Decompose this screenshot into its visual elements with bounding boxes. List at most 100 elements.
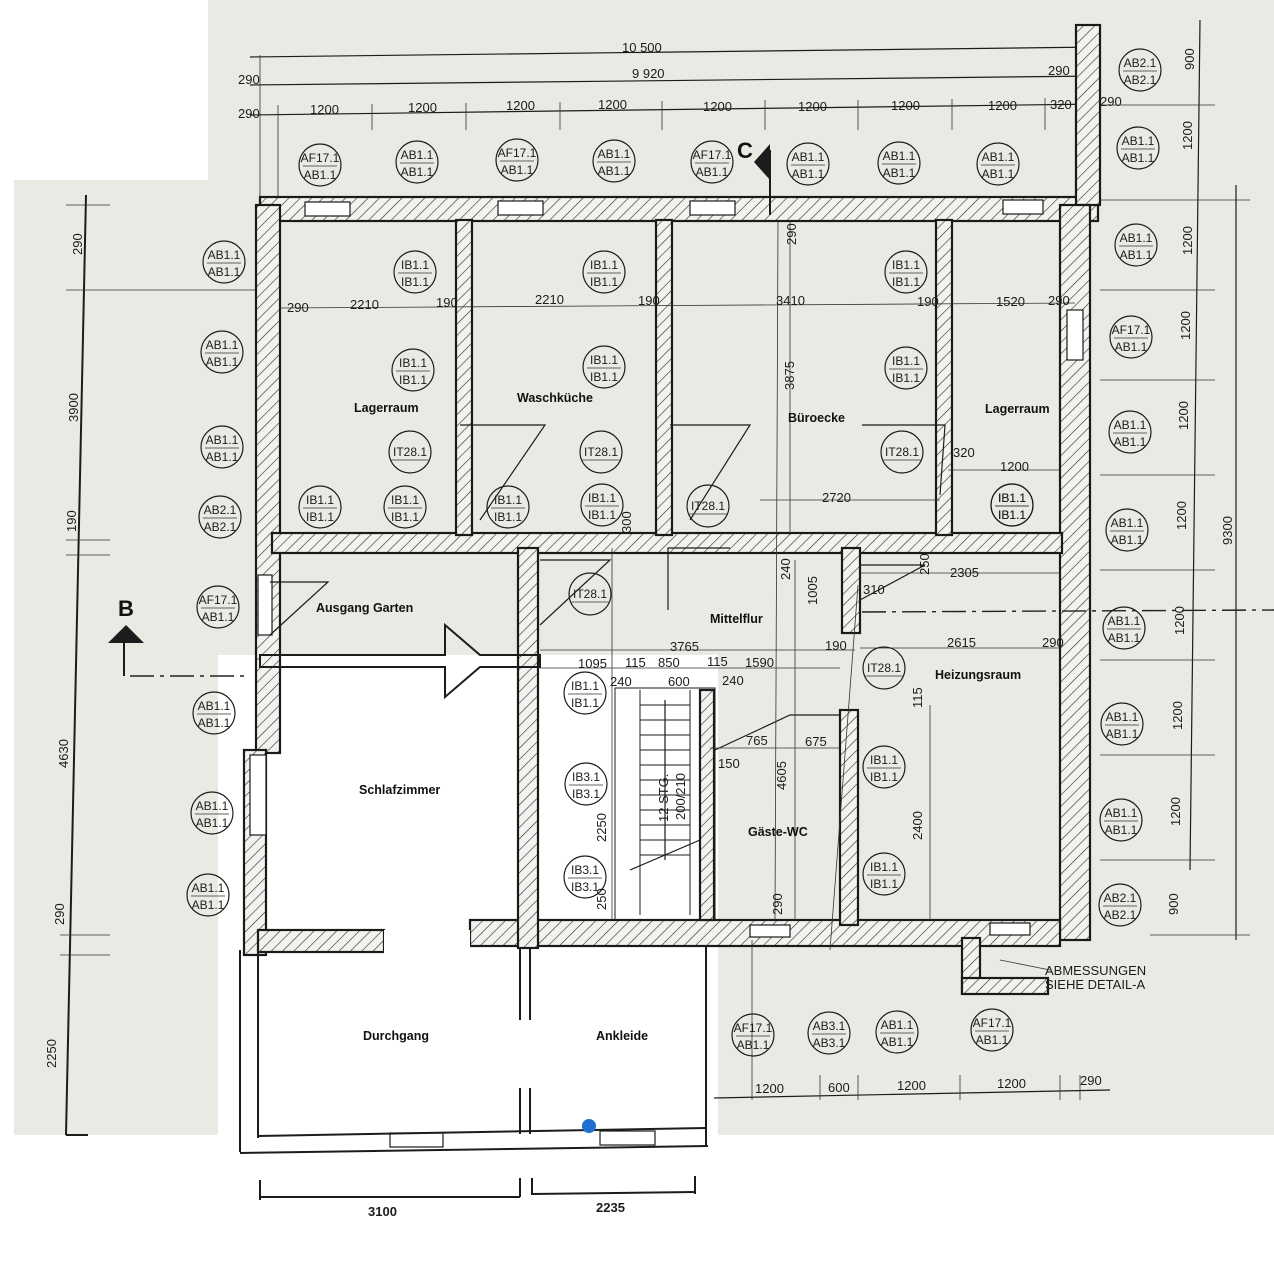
tag-code-bottom: AB1.1 — [401, 165, 434, 179]
wall-bottom-left — [256, 928, 386, 954]
dim-room-2210-b: 2210 — [535, 292, 564, 307]
tag-circle — [298, 485, 342, 529]
tag-code-bottom: IB1.1 — [870, 770, 898, 784]
tag-code-top: IT28.1 — [867, 661, 901, 675]
tag-circle — [976, 142, 1020, 186]
tag-code-top: IT28.1 — [393, 445, 427, 459]
dim-240-a: 240 — [778, 558, 793, 580]
tag-circle — [1102, 606, 1146, 650]
section-b-arrow — [108, 625, 144, 643]
wall-stair-left — [516, 546, 540, 950]
tag-code-top: IB1.1 — [306, 493, 334, 507]
tag-code-top: AF17.1 — [199, 593, 238, 607]
stair-ratio-label: 200/210 — [673, 773, 688, 820]
tag-circle — [196, 585, 240, 629]
window-bottom-2 — [989, 922, 1031, 936]
dim-top-320: 320 — [1050, 97, 1072, 112]
tag-circle — [395, 140, 439, 184]
tag-circle — [582, 345, 626, 389]
tag-code-bottom: AB1.1 — [881, 1035, 914, 1049]
tag-code-bottom: AB1.1 — [883, 166, 916, 180]
room-lagerraum-right: Lagerraum — [985, 402, 1050, 416]
tag-code-bottom: AB2.1 — [1104, 908, 1137, 922]
tag-code-top: IB1.1 — [399, 356, 427, 370]
component-tag: IT28.1 — [579, 430, 623, 474]
tag-code-top: IB3.1 — [572, 770, 600, 784]
window-top-2 — [497, 200, 544, 216]
dim-115-a: 115 — [625, 655, 646, 670]
dim-right-1200-4: 1200 — [1176, 401, 1191, 430]
tag-code-bottom: AB1.1 — [206, 450, 239, 464]
dim-left-190: 190 — [64, 510, 79, 532]
tag-code-bottom: AB1.1 — [501, 163, 534, 177]
tag-code-bottom: AB1.1 — [198, 716, 231, 730]
dim-150: 150 — [718, 756, 740, 771]
tag-code-top: AB1.1 — [401, 148, 434, 162]
dim-290-e: 290 — [770, 893, 785, 915]
tag-code-top: IB1.1 — [571, 679, 599, 693]
window-top-1 — [304, 201, 351, 217]
wall-wc-right — [838, 708, 860, 927]
tag-code-top: IT28.1 — [573, 587, 607, 601]
tag-code-bottom: AB1.1 — [1115, 340, 1148, 354]
new-extension: 3100 2235 — [239, 622, 709, 1219]
dim-1200: 1200 — [1000, 459, 1029, 474]
tag-code-top: AB1.1 — [792, 150, 825, 164]
door-lagerraum-right — [862, 424, 946, 496]
dim-left-4630: 4630 — [56, 739, 71, 768]
dim-310: 310 — [863, 582, 885, 597]
tag-code-bottom: AB3.1 — [813, 1036, 846, 1050]
dim-top-290-d: 290 — [1100, 94, 1122, 109]
wall-right-tower — [1074, 23, 1102, 207]
tag-code-top: IB1.1 — [590, 353, 618, 367]
tag-code-bottom: AB2.1 — [204, 520, 237, 534]
section-b-label: B — [118, 596, 134, 621]
room-schlafzimmer: Schlafzimmer — [359, 783, 440, 797]
tag-circle — [786, 142, 830, 186]
tag-code-bottom: AB1.1 — [1108, 631, 1141, 645]
tag-code-bottom: AB1.1 — [1114, 435, 1147, 449]
tag-code-bottom: AB2.1 — [1124, 73, 1157, 87]
tag-code-bottom: AB1.1 — [792, 167, 825, 181]
tag-code-bottom: IB1.1 — [998, 508, 1026, 522]
tag-code-top: AF17.1 — [734, 1021, 773, 1035]
tag-code-top: IT28.1 — [584, 445, 618, 459]
tag-circle — [564, 762, 608, 806]
tag-code-bottom: IB1.1 — [870, 877, 898, 891]
detail-a-base — [960, 976, 1050, 996]
dim-room-3410: 3410 — [776, 293, 805, 308]
component-tag: IT28.1 — [686, 484, 730, 528]
dim-room-2210-a: 2210 — [350, 297, 379, 312]
tag-code-top: AB1.1 — [192, 881, 225, 895]
dim-top-total: 10 500 — [622, 40, 662, 55]
room-ausgang-garten: Ausgang Garten — [316, 601, 413, 615]
tag-circle — [877, 141, 921, 185]
room-durchgang: Durchgang — [363, 1029, 429, 1043]
tag-circle — [186, 873, 230, 917]
window-left-1 — [249, 754, 267, 836]
staircase: 12 STG. 200/210 — [614, 687, 716, 921]
dim-right-1200-1: 1200 — [1180, 121, 1195, 150]
tag-circle — [1105, 508, 1149, 552]
dim-240-c: 240 — [722, 673, 744, 688]
tag-code-top: AF17.1 — [693, 148, 732, 162]
tag-code-bottom: IB3.1 — [572, 787, 600, 801]
dim-right-1200-6: 1200 — [1172, 606, 1187, 635]
tag-circle — [686, 484, 730, 528]
wall-partition-2 — [654, 218, 674, 537]
dim-top-1200-4: 1200 — [598, 97, 627, 112]
